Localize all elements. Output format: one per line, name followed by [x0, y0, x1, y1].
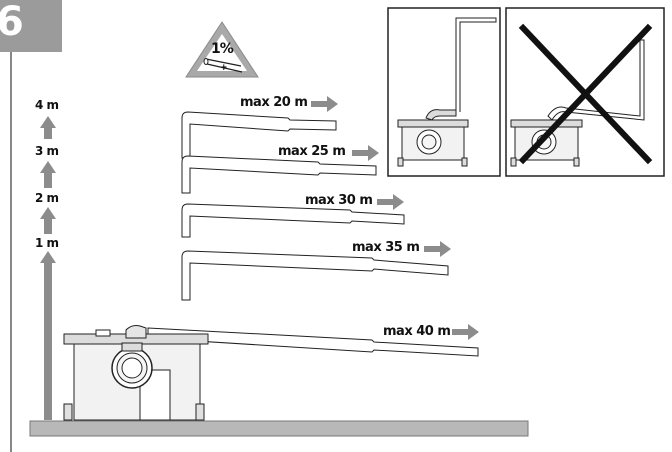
pump-unit: [63, 325, 209, 421]
pipe-length-label-35m: max 35 m: [352, 240, 420, 255]
pipe-length-label-30m: max 30 m: [305, 193, 373, 208]
pipe-35m: [181, 250, 449, 301]
height-label-4m: 4 m: [35, 98, 59, 112]
height-label-1m: 1 m: [35, 236, 59, 250]
height-label-2m: 2 m: [35, 191, 59, 205]
step-number: 6: [0, 0, 24, 45]
slope-plus-sign: +: [220, 63, 228, 73]
pipe-length-label-20m: max 20 m: [240, 95, 308, 110]
step-number-tab: 6: [0, 0, 62, 52]
length-arrows: [311, 96, 479, 340]
height-label-3m: 3 m: [35, 144, 59, 158]
pipe-20m: [181, 111, 337, 159]
correct-installation-panel: [387, 7, 501, 177]
pipe-length-label-25m: max 25 m: [278, 144, 346, 159]
floor-slab: [29, 420, 529, 437]
pipe-40m: [147, 327, 479, 357]
slope-percent-label: 1%: [211, 41, 234, 57]
slope-warning-triangle: [185, 21, 259, 78]
height-arrow-stack: [40, 116, 56, 420]
pipe-length-label-40m: max 40 m: [383, 324, 451, 339]
pipe-30m: [181, 203, 405, 238]
pipe-25m: [181, 155, 377, 194]
cross-mark-icon: [518, 23, 653, 165]
